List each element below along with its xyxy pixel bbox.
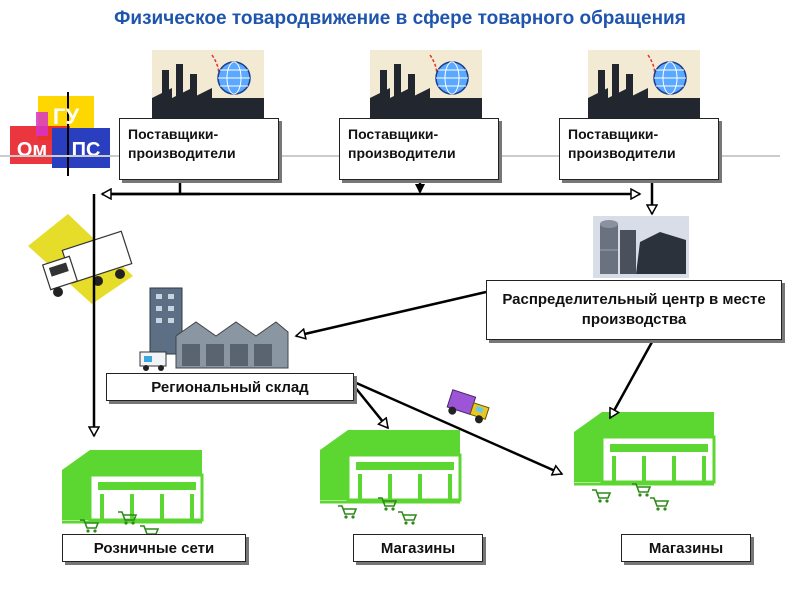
logo-letters-gu: ГУ bbox=[53, 104, 79, 129]
cart-icon bbox=[397, 511, 417, 526]
supplier-box: Поставщики- производители bbox=[119, 118, 279, 180]
store-icon bbox=[572, 410, 716, 486]
retail-chains-box: Розничные сети bbox=[62, 534, 246, 562]
supplier-box: Поставщики- производители bbox=[339, 118, 499, 180]
supplier-box: Поставщики- производители bbox=[559, 118, 719, 180]
warehouse-to-store-arrow bbox=[353, 385, 388, 428]
store-icon bbox=[60, 448, 204, 524]
distribution-center-box: Распределительный центр в месте производ… bbox=[486, 280, 782, 340]
logo-letters-ps: ПС bbox=[72, 139, 101, 161]
logo-magenta-block bbox=[36, 112, 48, 136]
toy-truck-icon bbox=[446, 389, 490, 424]
cart-icon bbox=[631, 483, 651, 498]
cart-icon bbox=[649, 497, 669, 512]
store-icon bbox=[318, 428, 462, 504]
factory-icon bbox=[151, 49, 265, 121]
flow-arrows bbox=[94, 180, 652, 474]
cart-icon bbox=[337, 505, 357, 520]
regional-warehouse-box: Региональный склад bbox=[106, 373, 354, 401]
warehouse-building-icon bbox=[139, 287, 289, 371]
factory-icon bbox=[369, 49, 483, 121]
page-title: Физическое товародвижение в сфере товарн… bbox=[114, 8, 686, 29]
warehouse-to-far-store-arrow bbox=[353, 380, 562, 474]
silo-icon bbox=[593, 216, 689, 278]
logo-letters-om: Ом bbox=[17, 139, 47, 161]
factory-icon bbox=[587, 49, 701, 121]
logo-blue-block bbox=[52, 128, 110, 168]
organization-logo: ГУ Ом ПС bbox=[10, 92, 110, 176]
cart-icon bbox=[591, 489, 611, 504]
dc-to-warehouse-arrow bbox=[296, 290, 487, 336]
dc-to-store-arrow bbox=[608, 341, 654, 418]
stores-box: Магазины bbox=[353, 534, 483, 562]
truck-icon bbox=[28, 214, 133, 304]
stores-box: Магазины bbox=[621, 534, 751, 562]
